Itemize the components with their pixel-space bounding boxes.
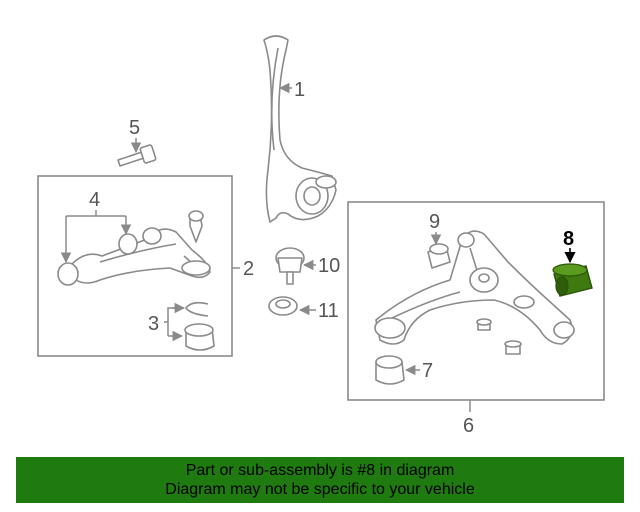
banner-line-2: Diagram may not be specific to your vehi…	[165, 481, 475, 498]
upper-ball-joint[interactable]	[184, 301, 215, 351]
callout-3: 3	[148, 313, 159, 335]
callout-6: 6	[463, 415, 474, 437]
steering-knuckle[interactable]	[263, 35, 337, 223]
callout-7: 7	[422, 360, 433, 382]
banner-line-1: Part or sub-assembly is #8 in diagram	[185, 462, 455, 479]
callout-4: 4	[89, 189, 100, 211]
lower-control-arm[interactable]	[374, 230, 575, 355]
callout-1: 1	[294, 79, 305, 101]
lower-arm-box	[347, 201, 605, 401]
callout-11: 11	[318, 300, 339, 322]
upper-arm-box	[37, 175, 233, 357]
callout-5: 5	[129, 117, 140, 139]
upper-control-arm[interactable]	[57, 210, 211, 286]
lower-ball-joint[interactable]	[275, 247, 305, 285]
rear-bushing-7[interactable]	[375, 355, 405, 385]
callout-8: 8	[563, 228, 574, 250]
info-banner: Part or sub-assembly is #8 in diagram Di…	[16, 457, 624, 503]
parts-diagram: 1 5 2 4 3 10	[37, 35, 605, 437]
dust-seal[interactable]	[268, 296, 298, 316]
front-bushing[interactable]	[427, 243, 451, 269]
highlighted-bushing-8[interactable]	[552, 263, 593, 297]
callout-10: 10	[318, 255, 340, 277]
bolt[interactable]	[117, 144, 157, 167]
callout-9: 9	[429, 211, 440, 233]
callout-2: 2	[243, 258, 254, 280]
